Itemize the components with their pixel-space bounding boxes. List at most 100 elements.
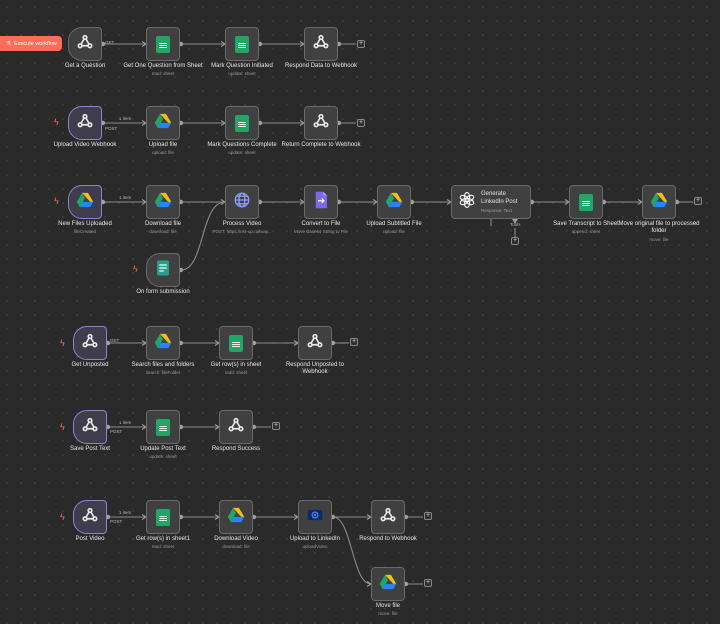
- sheets-icon: [235, 35, 249, 53]
- node-mark-question-initiated[interactable]: [225, 27, 259, 61]
- node-search-files[interactable]: [146, 326, 180, 360]
- node-upload-subtitled-file[interactable]: [377, 185, 411, 219]
- drive-icon: [154, 192, 172, 213]
- drive-icon: [227, 507, 245, 528]
- flask-icon: ⚗: [6, 40, 11, 47]
- add-node-button[interactable]: +: [357, 119, 365, 127]
- node-respond-success[interactable]: [219, 410, 253, 444]
- add-tool-button[interactable]: +: [511, 237, 519, 245]
- node-upload-video-webhook[interactable]: [68, 106, 102, 140]
- webhook-icon: [76, 33, 94, 56]
- node-label: Respond Success: [211, 446, 261, 452]
- node-upload-file[interactable]: [146, 106, 180, 140]
- node-label: Save Post Text: [70, 446, 110, 452]
- trigger-bolt-icon: ϟ: [54, 196, 59, 206]
- node-get-unposted[interactable]: [73, 326, 107, 360]
- node-upload-to-linkedin[interactable]: [298, 500, 332, 534]
- linkedin-icon: [307, 508, 323, 526]
- drive-icon: [650, 192, 668, 213]
- node-save-transcript[interactable]: [569, 185, 603, 219]
- node-update-post-text[interactable]: [146, 410, 180, 444]
- edge-label: POST: [105, 126, 118, 131]
- node-respond-unposted[interactable]: [298, 326, 332, 360]
- add-node-button[interactable]: +: [272, 422, 280, 430]
- node-label: Respond Unposted to Webhook: [285, 362, 345, 376]
- add-node-button[interactable]: +: [694, 197, 702, 205]
- edge-label: 1 item: [119, 510, 132, 515]
- webhook-icon: [81, 506, 99, 529]
- node-mark-questions-complete[interactable]: [225, 106, 259, 140]
- sheets-icon: [235, 114, 249, 132]
- node-return-complete[interactable]: [304, 106, 338, 140]
- node-convert-to-file[interactable]: [304, 185, 338, 219]
- node-move-original-file[interactable]: [642, 185, 676, 219]
- node-get-a-question[interactable]: [68, 27, 102, 61]
- tools-port: [512, 219, 518, 224]
- node-process-video[interactable]: [225, 185, 259, 219]
- drive-icon: [76, 192, 94, 213]
- node-post-video[interactable]: [73, 500, 107, 534]
- node-respond-to-webhook[interactable]: [371, 500, 405, 534]
- node-get-one-question[interactable]: [146, 27, 180, 61]
- webhook-icon: [306, 332, 324, 355]
- edge-label: 1 item: [119, 116, 132, 121]
- node-title: Generate LinkedIn Post: [481, 191, 518, 205]
- sheets-icon: [229, 334, 243, 352]
- webhook-icon: [227, 416, 245, 439]
- webhook-icon: [379, 506, 397, 529]
- node-label: Get Unposted: [71, 362, 109, 368]
- trigger-bolt-icon: ϟ: [54, 117, 59, 127]
- openai-icon: [458, 191, 476, 214]
- add-node-button[interactable]: +: [424, 579, 432, 587]
- execute-workflow-button[interactable]: ⚗ Execute workflow: [0, 36, 62, 51]
- edge-label: 1 item: [119, 195, 132, 200]
- trigger-bolt-icon: ϟ: [60, 512, 65, 522]
- trigger-bolt-icon: ϟ: [60, 338, 65, 348]
- node-download-video[interactable]: [219, 500, 253, 534]
- drive-icon: [154, 113, 172, 134]
- node-on-form-submission[interactable]: [146, 253, 180, 287]
- drive-icon: [385, 192, 403, 213]
- form-icon: [155, 259, 171, 282]
- drive-icon: [154, 333, 172, 354]
- node-save-post-text[interactable]: [73, 410, 107, 444]
- node-move-file[interactable]: [371, 567, 405, 601]
- node-new-files-uploaded[interactable]: [68, 185, 102, 219]
- globe-icon: [233, 191, 251, 214]
- node-get-rows-sheet1[interactable]: [146, 500, 180, 534]
- node-get-rows[interactable]: [219, 326, 253, 360]
- node-generate-linkedin-post[interactable]: Generate LinkedIn Post Response: Text: [451, 185, 531, 219]
- node-label: On form submission: [136, 289, 190, 295]
- add-node-button[interactable]: +: [350, 338, 358, 346]
- node-download-file[interactable]: [146, 185, 180, 219]
- node-label: Post Video: [75, 536, 105, 542]
- sheets-icon: [156, 418, 170, 436]
- tools-label: Tools: [510, 222, 521, 227]
- node-label: Upload Video Webhook: [53, 142, 117, 148]
- add-node-button[interactable]: +: [424, 512, 432, 520]
- edge-label: POST: [110, 519, 123, 524]
- node-label: Respond to Webhook: [359, 536, 417, 542]
- node-respond-data[interactable]: [304, 27, 338, 61]
- connection-line: [332, 516, 372, 585]
- connection-line: [180, 201, 226, 271]
- sheets-icon: [156, 35, 170, 53]
- add-node-button[interactable]: +: [357, 40, 365, 48]
